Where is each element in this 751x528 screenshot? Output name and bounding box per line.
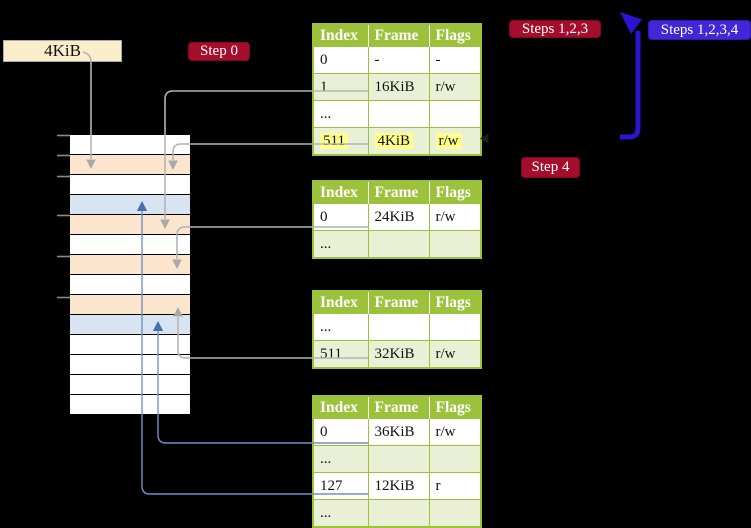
memory-row-2-white bbox=[70, 175, 190, 195]
table-cell: 127 bbox=[314, 472, 368, 500]
column-header-index: Index bbox=[314, 182, 368, 204]
table-cell bbox=[428, 499, 480, 526]
memory-column bbox=[70, 135, 190, 415]
table-row: ... bbox=[314, 100, 480, 128]
column-header-index: Index bbox=[314, 397, 368, 419]
table-cell bbox=[367, 100, 429, 128]
column-header-index: Index bbox=[314, 25, 368, 47]
memory-row-13-white bbox=[70, 395, 190, 415]
table-row: 0-- bbox=[314, 46, 480, 74]
memory-row-10-white bbox=[70, 335, 190, 355]
table-cell: 36KiB bbox=[367, 418, 429, 446]
page-size-label: 4KiB bbox=[3, 40, 122, 62]
table-row: ... bbox=[314, 445, 480, 473]
table-cell: r/w bbox=[428, 418, 480, 446]
table-cell: 16KiB bbox=[367, 73, 429, 101]
badge-steps-1-2-3: Steps 1,2,3 bbox=[509, 20, 601, 38]
table-cell: - bbox=[367, 46, 429, 74]
table-cell bbox=[428, 100, 480, 128]
table-cell bbox=[367, 499, 429, 526]
memory-row-5-white bbox=[70, 235, 190, 255]
table-cell: r/w bbox=[428, 340, 480, 367]
badge-steps-1-2-3-4: Steps 1,2,3,4 bbox=[648, 20, 751, 40]
table-cell: 24KiB bbox=[367, 203, 429, 231]
table-cell: 12KiB bbox=[367, 472, 429, 500]
memory-row-7-white bbox=[70, 275, 190, 295]
table-cell bbox=[428, 313, 480, 341]
memory-row-4-peach bbox=[70, 215, 190, 235]
column-header-frame: Frame bbox=[367, 292, 429, 314]
table-cell: - bbox=[428, 46, 480, 74]
memory-row-3-blue bbox=[70, 195, 190, 215]
memory-row-9-blue bbox=[70, 315, 190, 335]
table-cell: ... bbox=[314, 230, 368, 257]
table-cell: ... bbox=[314, 445, 368, 473]
badge-step-4: Step 4 bbox=[521, 157, 580, 178]
column-header-flags: Flags bbox=[428, 397, 480, 419]
table-cell: r bbox=[428, 472, 480, 500]
column-header-flags: Flags bbox=[428, 182, 480, 204]
table-cell: r/w bbox=[428, 73, 480, 101]
table-cell: ... bbox=[314, 313, 368, 341]
table-cell bbox=[367, 230, 429, 257]
steps-loop-arrow bbox=[620, 31, 641, 140]
table-cell: 0 bbox=[314, 46, 368, 74]
memory-row-8-peach bbox=[70, 295, 190, 315]
memory-row-1-peach bbox=[70, 155, 190, 175]
memory-ticks bbox=[57, 134, 70, 299]
table-cell: 511 bbox=[314, 127, 368, 154]
table-cell bbox=[367, 313, 429, 341]
column-header-frame: Frame bbox=[367, 397, 429, 419]
table-cell bbox=[367, 445, 429, 473]
table-cell: 1 bbox=[314, 73, 368, 101]
column-header-frame: Frame bbox=[367, 25, 429, 47]
table-cell bbox=[428, 445, 480, 473]
table-cell: 32KiB bbox=[367, 340, 429, 367]
table-row: ... bbox=[314, 230, 480, 257]
column-header-index: Index bbox=[314, 292, 368, 314]
table-cell: r/w bbox=[428, 127, 480, 154]
table-cell: ... bbox=[314, 100, 368, 128]
memory-row-12-white bbox=[70, 375, 190, 395]
table-cell: 0 bbox=[314, 418, 368, 446]
table-row: ... bbox=[314, 499, 480, 526]
table-cell: r/w bbox=[428, 203, 480, 231]
table-cell bbox=[428, 230, 480, 257]
table-cell: ... bbox=[314, 499, 368, 526]
table-row: ... bbox=[314, 313, 480, 341]
column-header-frame: Frame bbox=[367, 182, 429, 204]
column-header-flags: Flags bbox=[428, 25, 480, 47]
memory-row-6-peach bbox=[70, 255, 190, 275]
column-header-flags: Flags bbox=[428, 292, 480, 314]
steps-loop-arrowhead-icon bbox=[620, 12, 642, 34]
table-cell: 4KiB bbox=[367, 127, 429, 154]
memory-row-11-white bbox=[70, 355, 190, 375]
table-cell: 0 bbox=[314, 203, 368, 231]
memory-row-0-white bbox=[70, 135, 190, 155]
table-cell: 511 bbox=[314, 340, 368, 367]
badge-step-0: Step 0 bbox=[188, 42, 250, 61]
